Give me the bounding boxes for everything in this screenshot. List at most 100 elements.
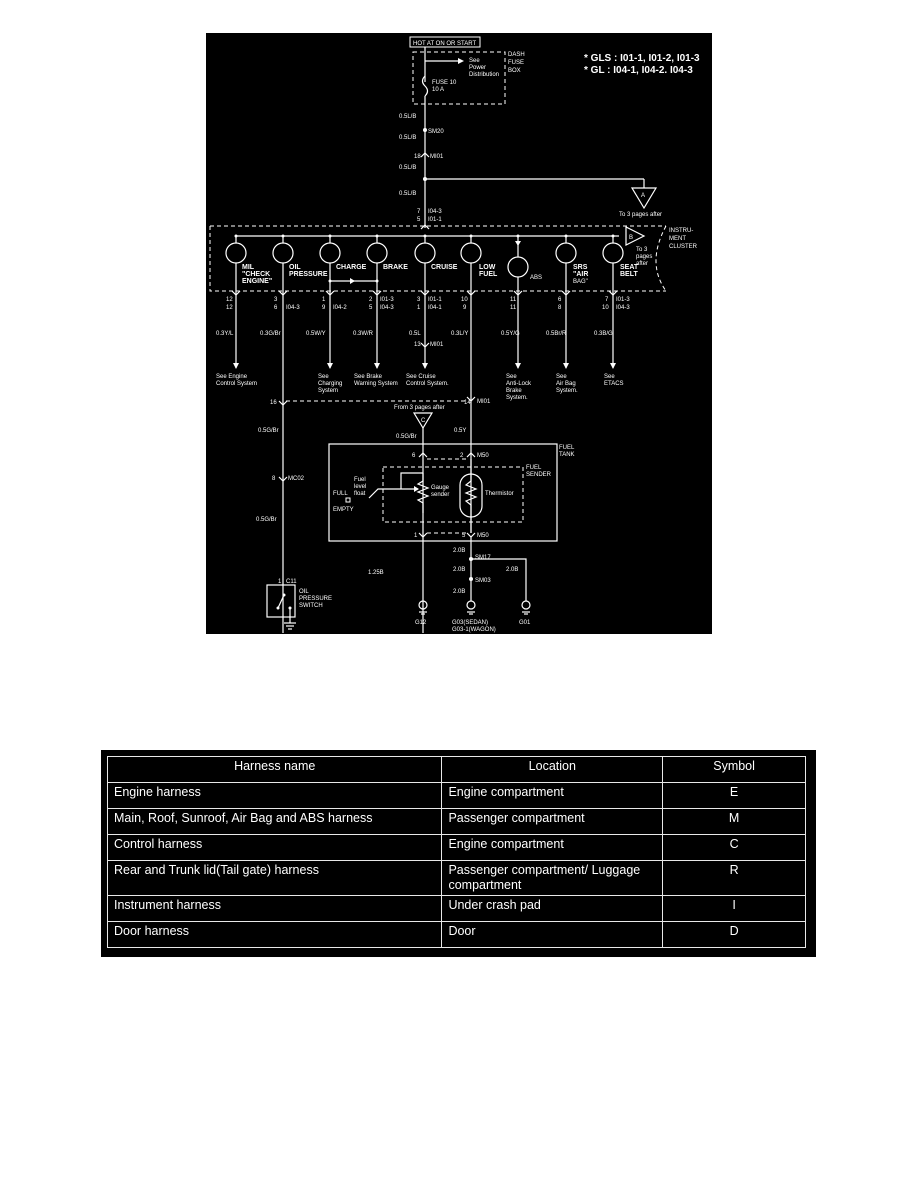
- connector-b-caption-2: pages: [636, 254, 652, 260]
- wire-label: 0.5G/Br: [396, 434, 417, 440]
- svg-text:LOW: LOW: [479, 264, 496, 271]
- svg-text:0.3G/Br: 0.3G/Br: [260, 331, 281, 337]
- svg-text:0.3L/Y: 0.3L/Y: [451, 331, 468, 337]
- svg-text:"AIR: "AIR: [573, 271, 588, 278]
- ground-g12-icon: [418, 600, 428, 610]
- fuse-label: FUSE 10: [432, 80, 457, 86]
- pin-label: 8: [272, 476, 276, 482]
- see-power-distribution-3: Distribution: [469, 72, 499, 78]
- pin-label: 5: [462, 533, 466, 539]
- svg-text:3: 3: [417, 297, 421, 303]
- symbol: M: [662, 808, 806, 835]
- wire-label: 0.5L/B: [399, 165, 416, 171]
- switch-label: OIL: [299, 589, 309, 595]
- svg-text:0.3Y/L: 0.3Y/L: [216, 331, 234, 337]
- wire-label: 0.5Y: [454, 428, 466, 434]
- svg-text:Anti-Lock: Anti-Lock: [506, 381, 532, 387]
- fuel-tank-label-2: TANK: [559, 452, 575, 458]
- connector-label: MI01: [430, 154, 444, 160]
- table-row: Main, Roof, Sunroof, Air Bag and ABS har…: [106, 808, 806, 835]
- pin-label: 1: [278, 579, 282, 585]
- wiring-diagram: HOT AT ON OR START DASH FUSE BOX See Pow…: [206, 33, 712, 634]
- svg-text:ABS: ABS: [530, 275, 542, 281]
- svg-text:Air Bag: Air Bag: [556, 381, 576, 387]
- pin-label: 6: [412, 453, 416, 459]
- float-label-2: level: [354, 484, 366, 490]
- location: Door: [441, 921, 664, 948]
- wire-label: 2.0B: [453, 589, 465, 595]
- wire-label: 0.5L/B: [399, 114, 416, 120]
- lamp-cruise: CRUISE 3 I01-1 1 I04-1 0.5L 13 MI01 See …: [406, 234, 458, 387]
- svg-text:SRS: SRS: [573, 264, 588, 271]
- pin-label: 18: [414, 154, 421, 160]
- svg-text:Charging: Charging: [318, 381, 342, 387]
- svg-text:See Engine: See Engine: [216, 374, 248, 380]
- connector-c-icon: [412, 412, 434, 430]
- svg-text:0.5W/Y: 0.5W/Y: [306, 331, 326, 337]
- symbol: D: [662, 921, 806, 948]
- pin-label: 14: [464, 400, 471, 406]
- wire-label: 2.0B: [453, 548, 465, 554]
- svg-text:MIL: MIL: [242, 264, 255, 271]
- svg-text:SEAT: SEAT: [620, 264, 639, 271]
- table-row: Door harness Door D: [106, 921, 806, 948]
- connector-label: MC02: [288, 476, 305, 482]
- svg-text:"CHECK: "CHECK: [242, 271, 270, 278]
- header-symbol: Symbol: [662, 756, 806, 783]
- lamp-brake: BRAKE 2 I01-3 5 I04-3 0.3W/R See Brake W…: [353, 234, 408, 387]
- ground-label-g03-1: G03-1(WAGON): [452, 627, 496, 633]
- table-row: Engine harness Engine compartment E: [106, 782, 806, 809]
- svg-text:0.5L: 0.5L: [409, 331, 421, 337]
- svg-text:I04-2: I04-2: [333, 305, 347, 311]
- harness-name: Rear and Trunk lid(Tail gate) harness: [106, 860, 443, 896]
- wire-label: 0.5G/Br: [256, 517, 277, 523]
- fuel-sender-label: FUEL: [526, 465, 542, 471]
- location: Passenger compartment/ Luggage compartme…: [441, 860, 664, 896]
- svg-text:0.3W/R: 0.3W/R: [353, 331, 374, 337]
- symbol: E: [662, 782, 806, 809]
- svg-text:6: 6: [274, 305, 278, 311]
- instrument-cluster-boundary: [209, 225, 667, 292]
- wire-label: 0.5G/Br: [258, 428, 279, 434]
- splice-label: SM03: [475, 578, 491, 584]
- svg-text:13: 13: [414, 342, 421, 348]
- wire-label: 2.0B: [453, 567, 465, 573]
- symbol: C: [662, 834, 806, 861]
- svg-text:12: 12: [226, 297, 233, 303]
- svg-text:11: 11: [510, 297, 517, 303]
- switch-label-2: PRESSURE: [299, 596, 332, 602]
- svg-text:1: 1: [322, 297, 326, 303]
- wire-label: 2.0B: [506, 567, 518, 573]
- svg-text:CRUISE: CRUISE: [431, 264, 458, 271]
- svg-text:Control System.: Control System.: [406, 381, 449, 387]
- pin-label: 1: [414, 533, 418, 539]
- location: Engine compartment: [441, 834, 664, 861]
- svg-text:ENGINE": ENGINE": [242, 278, 272, 285]
- svg-text:PRESSURE: PRESSURE: [289, 271, 328, 278]
- note-gl: * GL : I04-1, I04-2. I04-3: [584, 65, 693, 76]
- fuse-box-label: DASH: [508, 52, 525, 58]
- svg-text:3: 3: [274, 297, 278, 303]
- svg-text:I01-3: I01-3: [616, 297, 630, 303]
- fuel-sender-label-2: SENDER: [526, 472, 552, 478]
- gauge-sender-label: Gauge: [431, 485, 450, 491]
- pin-label: 7: [417, 209, 421, 215]
- svg-text:I04-3: I04-3: [616, 305, 630, 311]
- gauge-sender-resistor-icon: [416, 473, 430, 513]
- svg-text:5: 5: [369, 305, 373, 311]
- svg-text:12: 12: [226, 305, 233, 311]
- float-label-3: float: [354, 491, 366, 497]
- svg-text:Brake: Brake: [506, 388, 522, 394]
- svg-text:7: 7: [605, 297, 609, 303]
- svg-text:10: 10: [602, 305, 609, 311]
- connector-b-caption: To 3: [636, 247, 648, 253]
- ground-g01-icon: [521, 600, 531, 610]
- pin-label: 16: [270, 400, 277, 406]
- svg-text:8: 8: [558, 305, 562, 311]
- fuel-tank-box: [328, 443, 558, 542]
- svg-text:FUEL: FUEL: [479, 271, 498, 278]
- table-row: Instrument harness Under crash pad I: [106, 895, 806, 922]
- switch-label-3: SWITCH: [299, 603, 323, 609]
- ground-label-g01: G01: [519, 620, 531, 626]
- connector-label: M50: [477, 453, 489, 459]
